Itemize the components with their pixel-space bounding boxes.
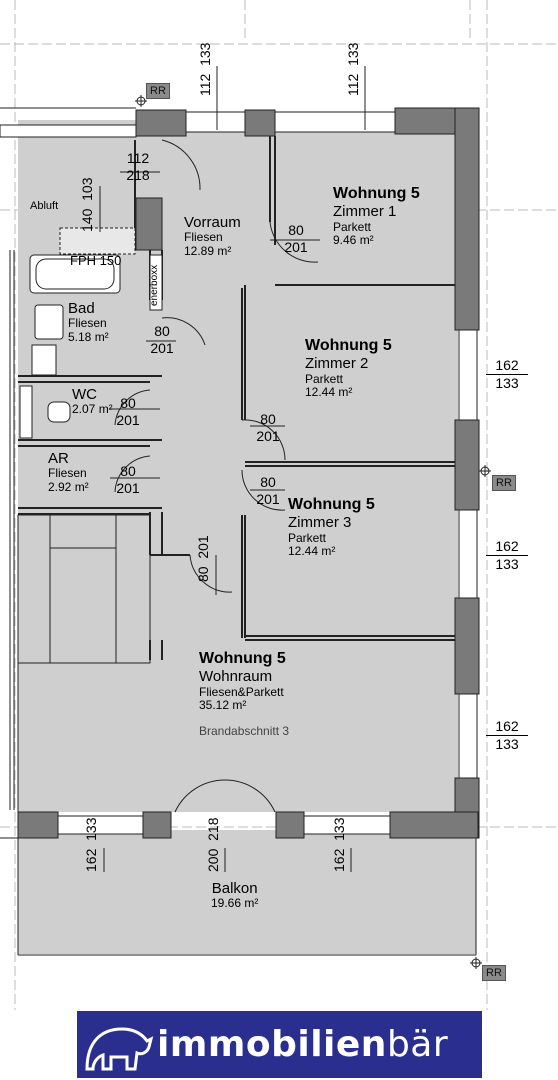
dim-bottom-2: 162 133 — [331, 817, 347, 873]
room-vorraum: Vorraum Fliesen 12.89 m² — [184, 214, 241, 259]
dim-lines — [99, 66, 366, 872]
rr-tag: RR — [492, 475, 516, 491]
room-bad: Bad Fliesen 5.18 m² — [68, 300, 109, 345]
enerboxx-label: enerboxx — [149, 264, 160, 306]
dim-top-2: 112 133 — [345, 42, 361, 96]
immobilienbaer-logo: immobilienbär — [77, 1011, 482, 1078]
dim-door-wohnraum: 80 201 — [195, 535, 211, 582]
dim-bottom-1: 162 133 — [83, 817, 99, 873]
room-balkon: Balkon 19.66 m² — [211, 880, 259, 911]
room-ar: AR Fliesen 2.92 m² — [48, 450, 89, 495]
abluft-label: Abluft — [30, 200, 59, 212]
logo-text: immobilienbär — [157, 1024, 449, 1065]
bear-logo-icon — [85, 1027, 154, 1071]
dim-shaft: 140 103 — [79, 177, 95, 233]
room-zimmer2: Wohnung 5 Zimmer 2 Parkett 12.44 m² — [305, 337, 392, 400]
rr-markers — [135, 95, 491, 969]
door-swings — [114, 139, 319, 813]
bath-fixtures — [19, 254, 163, 439]
furniture — [17, 227, 151, 812]
outline — [0, 107, 477, 956]
dim-top-1: 112 133 — [197, 42, 213, 96]
room-wohnraum: Wohnung 5 Wohnraum Fliesen&Parkett 35.12… — [199, 650, 290, 739]
rr-tag: RR — [146, 83, 170, 99]
room-zimmer1: Wohnung 5 Zimmer 1 Parkett 9.46 m² — [333, 185, 420, 248]
fph-label: FPH 150 — [70, 253, 122, 268]
rr-tag: RR — [482, 965, 506, 981]
dim-bottom-door: 200 218 — [205, 817, 221, 873]
room-zimmer3: Wohnung 5 Zimmer 3 Parkett 12.44 m² — [288, 496, 375, 559]
room-wc: WC 2.07 m² — [72, 386, 113, 417]
walls — [17, 107, 480, 839]
